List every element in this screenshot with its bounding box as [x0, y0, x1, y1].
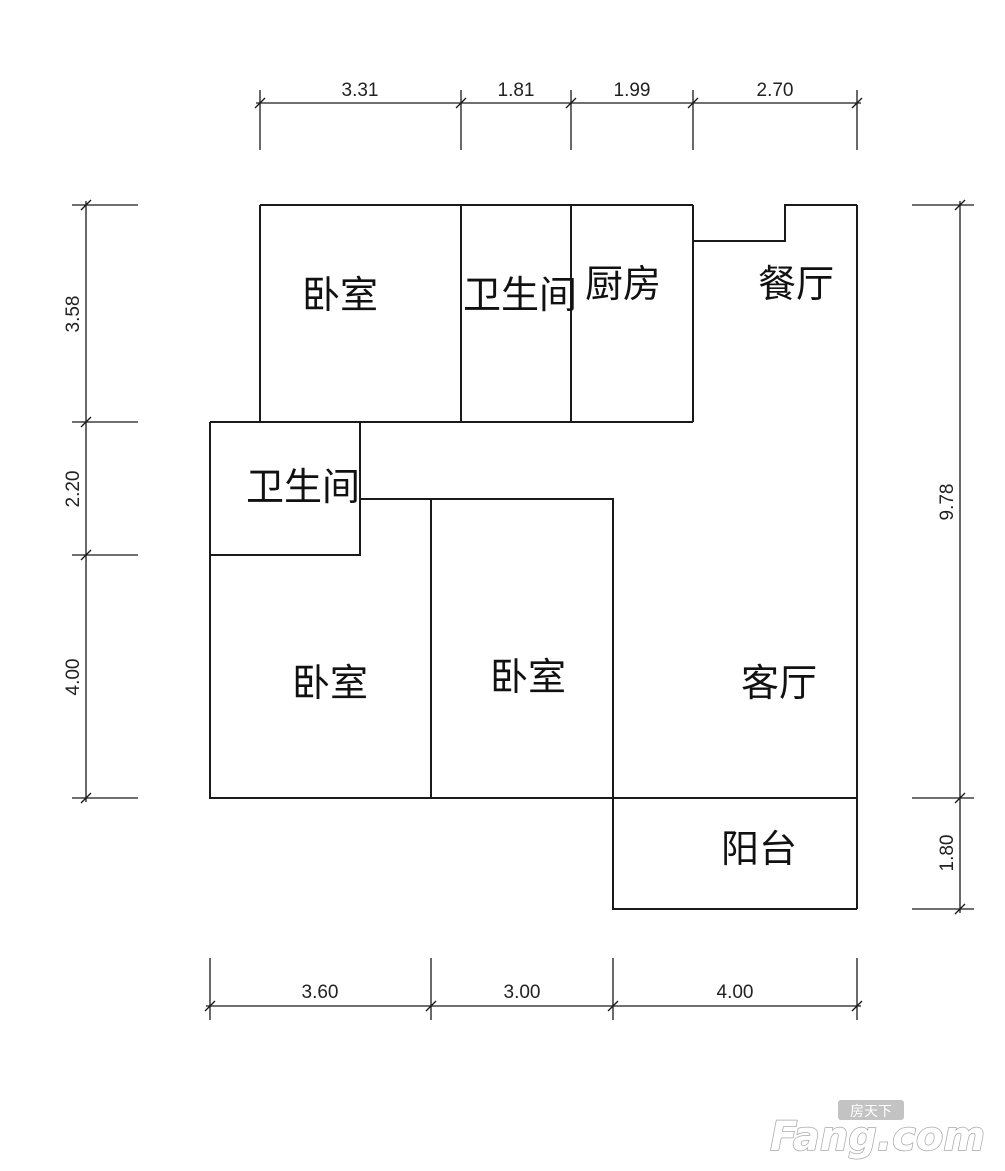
- dim-bottom-label: 3.60: [302, 982, 339, 1003]
- room-label-bathroom-north: 卫生间: [463, 273, 577, 317]
- dim-right-slash: [954, 792, 966, 804]
- dimension-left: 3.58 2.20 4.00: [63, 199, 138, 804]
- dim-left-slash: [80, 199, 92, 211]
- bathroom-west-outline: [209, 422, 361, 556]
- dim-bottom-slash: [851, 1000, 863, 1012]
- bedroom-south-outline: [430, 498, 614, 798]
- dim-top-label: 2.70: [757, 80, 794, 101]
- dim-top-slash: [254, 97, 266, 109]
- dim-left-slash: [80, 792, 92, 804]
- dim-left-label: 3.58: [63, 296, 84, 333]
- dim-right-slash: [954, 903, 966, 915]
- watermark-cn-badge: [838, 1100, 904, 1120]
- walls: [209, 204, 858, 910]
- dim-top-slash: [565, 97, 577, 109]
- room-label-bathroom-west: 卫生间: [246, 465, 360, 509]
- room-label-balcony: 阳台: [721, 827, 797, 871]
- room-label-bedroom-south: 卧室: [490, 655, 566, 699]
- room-label-bedroom-southwest: 卧室: [292, 661, 368, 705]
- dim-right-slash: [954, 199, 966, 211]
- dimension-bottom: 3.60 3.00 4.00: [204, 958, 863, 1020]
- dim-top-slash: [455, 97, 467, 109]
- dim-right-label: 1.80: [937, 835, 958, 872]
- dim-left-label: 4.00: [63, 659, 84, 696]
- dim-top-label: 3.31: [342, 80, 379, 101]
- fang-watermark: 房天下 Fang.com: [769, 1100, 986, 1161]
- dim-top-slash: [687, 97, 699, 109]
- room-label-kitchen: 厨房: [585, 262, 661, 306]
- room-label-dining: 餐厅: [758, 262, 834, 306]
- dimension-right: 9.78 1.80: [912, 199, 974, 915]
- dim-bottom-slash: [204, 1000, 216, 1012]
- room-label-bedroom-north: 卧室: [302, 273, 378, 317]
- bedroom-southwest-outline: [209, 555, 431, 799]
- dining-notch-wall: [693, 204, 857, 242]
- dim-bottom-label: 3.00: [504, 982, 541, 1003]
- watermark-cn: 房天下: [850, 1104, 892, 1120]
- dim-top-label: 1.99: [614, 80, 651, 101]
- dim-left-slash: [80, 416, 92, 428]
- dim-bottom-label: 4.00: [717, 982, 754, 1003]
- dim-top-slash: [851, 97, 863, 109]
- dim-top-label: 1.81: [498, 80, 535, 101]
- dim-bottom-slash: [425, 1000, 437, 1012]
- dim-left-slash: [80, 549, 92, 561]
- room-label-living: 客厅: [741, 661, 817, 705]
- watermark-en: Fang.com: [770, 1114, 985, 1160]
- dim-bottom-slash: [607, 1000, 619, 1012]
- room-labels: 卧室 卫生间 厨房 餐厅 卫生间 卧室 卧室 客厅 阳台: [246, 262, 834, 871]
- dim-right-label: 9.78: [937, 484, 958, 521]
- dim-left-label: 2.20: [63, 471, 84, 508]
- dimension-top: 3.31 1.81 1.99 2.70: [254, 80, 863, 150]
- balcony-outline: [612, 798, 857, 910]
